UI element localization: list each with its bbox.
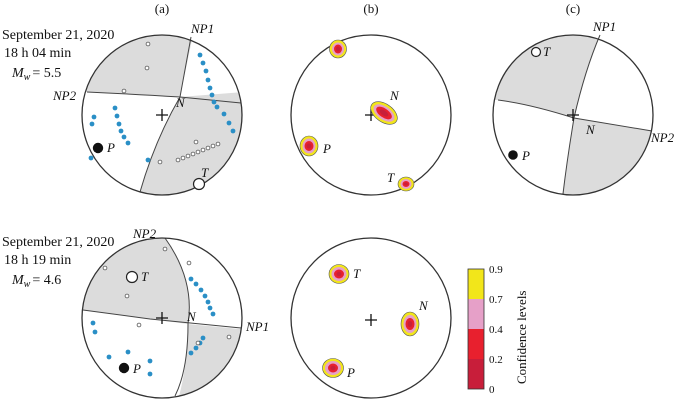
- panel-label-c: (c): [566, 1, 580, 16]
- event1-c-label-p: P: [521, 148, 530, 163]
- legend-band-0.2-0.4: [468, 329, 484, 359]
- legend-tick-0.9: 0.9: [489, 264, 503, 276]
- event1-c-quadrant-bottom: [560, 118, 653, 195]
- panel-label-a: (a): [155, 1, 169, 16]
- event2-label-np1: NP1: [245, 319, 269, 334]
- event2-t-axis-marker: [125, 270, 139, 284]
- event1-c-quadrant-top: [493, 35, 600, 118]
- event1-label-n: N: [175, 95, 186, 110]
- event2-b-center-cross: [365, 314, 377, 326]
- legend-band-0-0.2: [468, 359, 484, 389]
- event2-confidence-plot-b: T N P: [290, 237, 452, 399]
- confidence-legend: 0.9 0.7 0.4 0.2 0 Confidence levels: [467, 264, 529, 396]
- event1-c-label-np1: NP1: [592, 19, 616, 34]
- event1-time: 18 h 04 min: [4, 46, 71, 61]
- event1-label-np1: NP1: [190, 21, 214, 36]
- event1-c-outline: [492, 34, 654, 196]
- event1-np2-line: [86, 91, 242, 104]
- event2-label-np2: NP2: [132, 226, 157, 241]
- event1-label-t: T: [201, 165, 209, 180]
- event1-magnitude: Mw= 5.5: [11, 66, 61, 83]
- legend-tick-0.2: 0.2: [489, 354, 503, 366]
- event2-np2-line: [164, 237, 190, 397]
- event1-b-label-n: N: [389, 88, 400, 103]
- event1-label-p: P: [106, 140, 115, 155]
- event1-t-axis-marker: [192, 177, 206, 191]
- event1-c-t-axis-marker: [530, 46, 542, 58]
- event2-beachball-a: NP2 NP1 N T P: [81, 226, 269, 399]
- event1-confidence-plot-b: N P T: [290, 34, 452, 196]
- event2-label-n: N: [186, 309, 197, 324]
- event2-p-axis-marker: [118, 362, 130, 374]
- event1-date: September 21, 2020: [2, 28, 114, 43]
- event2-b-label-t: T: [353, 266, 361, 281]
- legend-tick-0.4: 0.4: [489, 324, 503, 336]
- event2-time: 18 h 19 min: [4, 253, 71, 268]
- event1-c-p-axis-marker: [508, 150, 518, 160]
- event2-b-blob-p: [322, 358, 344, 378]
- event1-label-np2: NP2: [52, 88, 77, 103]
- event1-b-label-p: P: [322, 141, 331, 156]
- event2-np1-line: [82, 309, 242, 329]
- legend-title: Confidence levels: [514, 291, 529, 385]
- event1-p-axis-marker: [92, 142, 104, 154]
- event2-b-label-p: P: [346, 365, 355, 380]
- event1-c-label-np2: NP2: [650, 130, 675, 145]
- event1-mechanism-c: NP1 NP2 N T P: [492, 19, 675, 196]
- event1-beachball-a: NP1 NP2 N P T: [52, 21, 243, 196]
- event1-c-np2-line: [497, 99, 653, 132]
- event2-center-cross: [156, 312, 168, 324]
- legend-band-0.7-0.9: [468, 269, 484, 299]
- legend-band-0.4-0.7: [468, 299, 484, 329]
- event1-np1-line: [139, 36, 192, 193]
- event2-quadrant-bottom: [175, 324, 242, 398]
- legend-tick-0: 0: [489, 384, 495, 396]
- event2-b-blob-n: [400, 311, 420, 337]
- event1-b-blob-t: [397, 176, 415, 192]
- event1-c-center-cross: [567, 109, 579, 121]
- event1-b-blob-n: [370, 101, 398, 125]
- event1-center-cross: [156, 109, 168, 121]
- event1-b-blob-p: [299, 135, 319, 157]
- event2-label-t: T: [141, 269, 149, 284]
- event1-b-blob-top: [329, 39, 347, 59]
- event2-b-blob-t: [328, 264, 350, 284]
- event2-b-label-n: N: [418, 298, 429, 313]
- event1-b-outline: [290, 34, 452, 196]
- event1-b-label-t: T: [387, 170, 395, 185]
- event2-magnitude: Mw= 4.6: [11, 273, 61, 290]
- event1-c-label-n: N: [585, 122, 596, 137]
- event2-b-outline: [290, 237, 452, 399]
- event1-sphere-outline: [81, 34, 243, 196]
- legend-frame: [467, 268, 485, 390]
- event2-stations: [90, 246, 232, 377]
- panel-label-b: (b): [363, 1, 378, 16]
- event2-label-p: P: [132, 361, 141, 376]
- event2-date: September 21, 2020: [2, 235, 114, 250]
- legend-tick-0.7: 0.7: [489, 294, 503, 306]
- event1-c-label-t: T: [543, 44, 551, 59]
- event1-stations: [88, 41, 236, 165]
- event2-sphere-outline: [81, 237, 243, 399]
